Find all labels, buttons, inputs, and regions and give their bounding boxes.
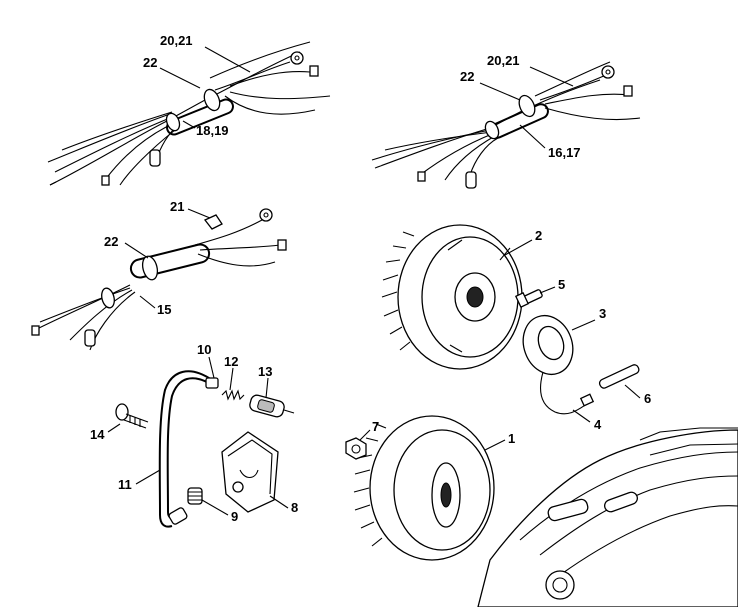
engine-corner [477,427,738,608]
label-11: 11 [118,477,132,492]
nut-7 [345,437,367,460]
grommet-9 [187,487,203,505]
valve-13 [249,394,295,418]
housing-8 [221,431,279,513]
label-6: 6 [644,391,652,406]
label-22-b: 22 [460,69,475,84]
label-16-17: 16,17 [548,145,581,160]
label-8: 8 [291,500,299,515]
wiring-harness-15 [31,208,287,351]
hose-11 [158,370,219,528]
flywheel-1 [353,415,495,561]
label-14: 14 [90,427,105,442]
label-15: 15 [157,302,172,317]
label-20-21-b: 20,21 [487,53,520,68]
label-22-c: 22 [104,234,119,249]
flywheel-2 [381,224,523,370]
screw-14 [115,403,149,429]
label-18-19: 18,19 [196,123,229,138]
label-12: 12 [224,354,239,369]
spring-12 [221,389,245,401]
pin-6 [598,364,640,389]
label-13: 13 [258,364,273,379]
label-5: 5 [558,277,566,292]
wiring-harness-16-17 [371,61,641,189]
ignition-module-3 [522,314,595,415]
label-21: 21 [170,199,185,214]
label-4: 4 [594,417,602,432]
label-2: 2 [535,228,543,243]
label-20-21-a: 20,21 [160,33,193,48]
label-3: 3 [599,306,607,321]
label-10: 10 [197,342,212,357]
label-9: 9 [231,509,239,524]
label-1: 1 [508,431,516,446]
label-7: 7 [372,419,380,434]
leader-lines [107,46,641,516]
label-22-a: 22 [143,55,158,70]
wiring-harness-18-19 [47,41,331,186]
